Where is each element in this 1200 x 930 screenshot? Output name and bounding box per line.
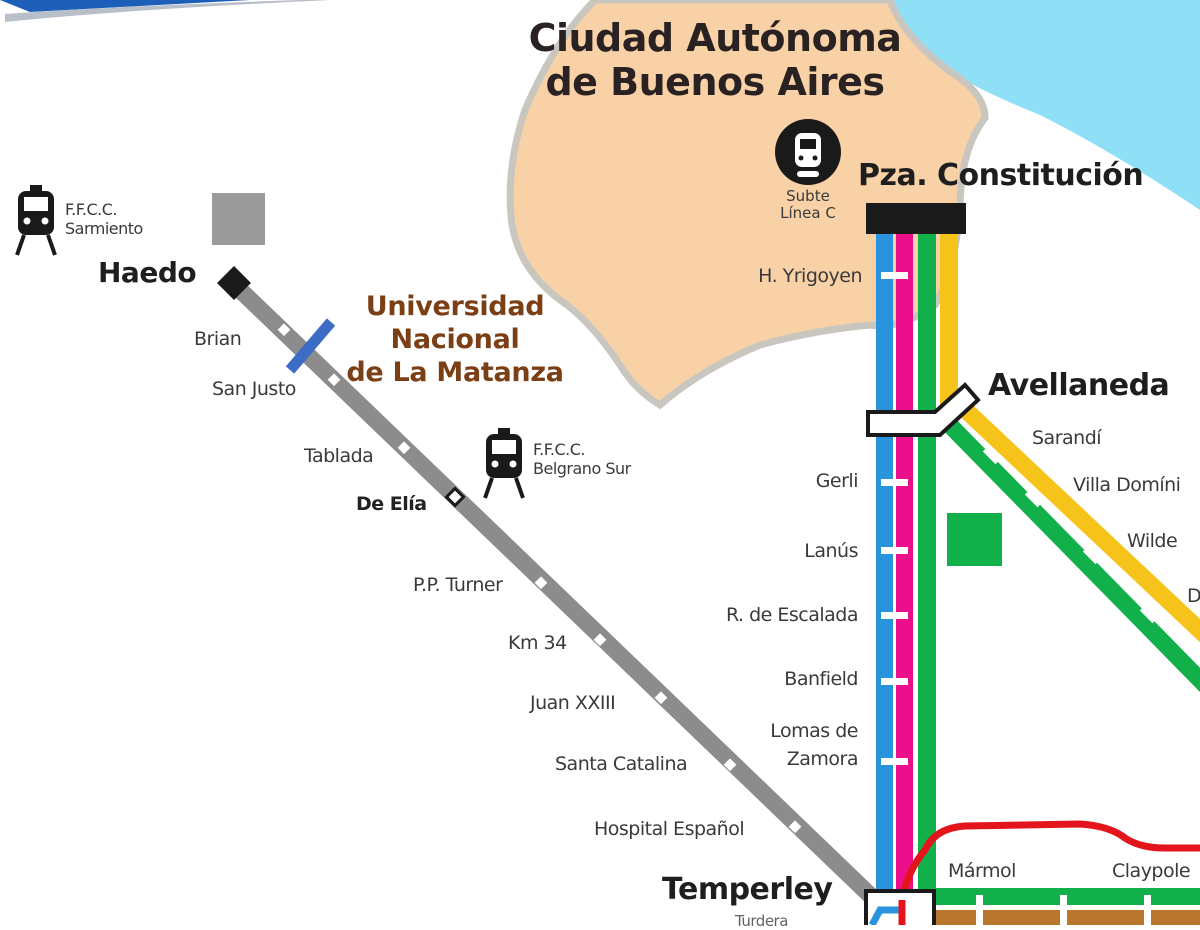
unlam-location-marker [285, 318, 336, 374]
sarmiento-color-square [212, 193, 265, 245]
station-juan-xxiii[interactable]: Juan XXIII [530, 692, 616, 714]
haedo-station-marker [217, 266, 251, 300]
belgrano-sur-legend-line1: F.F.C.C. [533, 440, 585, 459]
station-sarandi[interactable]: Sarandí [1032, 427, 1102, 449]
station-hospital-espanol[interactable]: Hospital Español [594, 818, 745, 840]
station-lomas-de-zamora-line1[interactable]: Lomas de [770, 720, 858, 742]
region-title-line2: de Buenos Aires [545, 60, 885, 104]
station-pp-turner[interactable]: P.P. Turner [413, 574, 503, 596]
sarmiento-legend: F.F.C.C. Sarmiento [65, 200, 143, 238]
unlam-label: Universidad Nacional de La Matanza [300, 290, 610, 389]
station-san-justo[interactable]: San Justo [212, 378, 296, 400]
subway-icon [775, 119, 841, 185]
station-d-cut[interactable]: D [1187, 585, 1200, 607]
station-claypole[interactable]: Claypole [1112, 860, 1191, 882]
avellaneda-hub-marker [866, 382, 981, 437]
river-water [790, 0, 1200, 210]
station-tablada[interactable]: Tablada [304, 445, 374, 467]
station-constitucion[interactable]: Pza. Constitución [858, 158, 1144, 193]
yellow-branch-line [949, 393, 1200, 643]
station-lanus[interactable]: Lanús [804, 540, 858, 562]
station-h-yrigoyen[interactable]: H. Yrigoyen [758, 265, 862, 287]
constitucion-terminal [866, 203, 966, 234]
station-avellaneda[interactable]: Avellaneda [988, 368, 1170, 403]
gray-rail-line [231, 280, 881, 907]
station-santa-catalina[interactable]: Santa Catalina [555, 753, 688, 775]
unlam-label-line1: Universidad Nacional [365, 291, 545, 355]
station-km-34[interactable]: Km 34 [508, 632, 567, 654]
red-rail-line [896, 820, 1200, 925]
station-temperley[interactable]: Temperley [662, 872, 833, 907]
station-marmol[interactable]: Mármol [948, 860, 1016, 882]
station-brian[interactable]: Brian [194, 328, 242, 350]
station-wilde[interactable]: Wilde [1127, 530, 1178, 552]
green-branch-line [928, 404, 1200, 692]
station-r-de-escalada[interactable]: R. de Escalada [725, 604, 859, 626]
station-banfield[interactable]: Banfield [784, 668, 858, 690]
banner-swoosh-gray [5, 0, 330, 22]
city-area [506, 0, 989, 410]
green-bottom-line [936, 888, 1200, 905]
sarmiento-legend-line2: Sarmiento [65, 219, 143, 238]
de-elia-station-marker [444, 486, 466, 508]
region-title-line1: Ciudad Autónoma [528, 16, 902, 60]
belgrano-sur-legend: F.F.C.C. Belgrano Sur [533, 440, 631, 478]
trunk-lines [876, 232, 958, 912]
train-icon [483, 428, 525, 499]
station-gerli[interactable]: Gerli [815, 470, 859, 492]
subte-legend-line1: Subte [786, 187, 830, 205]
subte-legend: Subte Línea C [768, 188, 848, 222]
station-de-elia[interactable]: De Elía [356, 493, 427, 515]
subte-legend-line2: Línea C [780, 204, 836, 222]
brown-bottom-line [936, 910, 1200, 925]
unlam-label-line2: de La Matanza [346, 357, 564, 388]
station-lomas-de-zamora-line2[interactable]: Zamora [786, 748, 859, 770]
region-title: Ciudad Autónoma de Buenos Aires [505, 16, 925, 104]
station-villa-dominico[interactable]: Villa Domíni [1073, 474, 1181, 496]
station-haedo[interactable]: Haedo [98, 256, 197, 289]
station-turdera[interactable]: Turdera [735, 912, 788, 930]
banner-swoosh [0, 0, 250, 12]
sarmiento-legend-line1: F.F.C.C. [65, 200, 117, 219]
belgrano-sur-legend-line2: Belgrano Sur [533, 459, 631, 478]
train-icon [15, 185, 57, 256]
green-line-square [947, 513, 1002, 566]
